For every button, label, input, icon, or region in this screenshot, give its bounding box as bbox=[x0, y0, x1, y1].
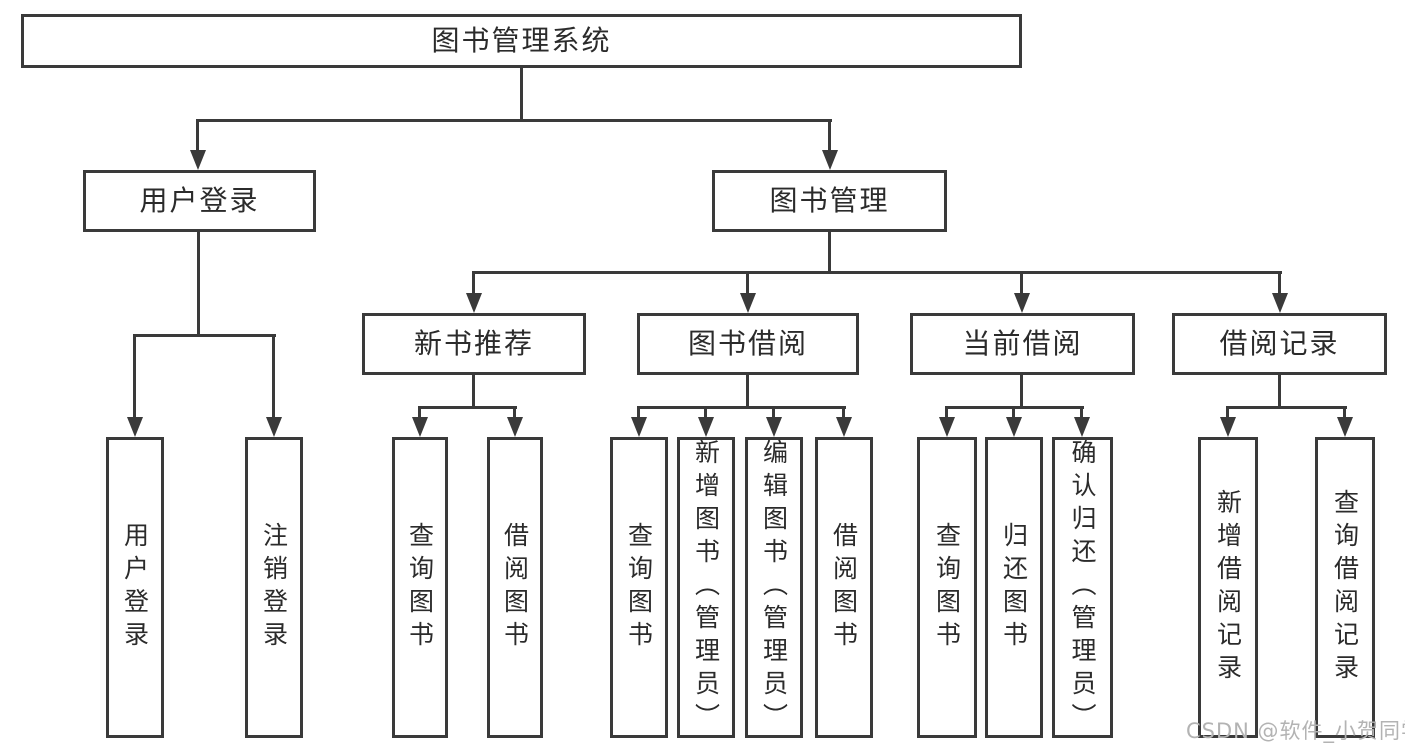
connector-line bbox=[133, 334, 276, 337]
node-label: 借阅图书 bbox=[829, 521, 859, 654]
arrow-down-icon bbox=[190, 150, 206, 170]
connector-line bbox=[520, 68, 523, 120]
connector-line bbox=[196, 119, 199, 152]
node-label: 新增借阅记录 bbox=[1213, 488, 1243, 687]
connector-line bbox=[1278, 375, 1281, 408]
connector-line bbox=[637, 406, 846, 409]
node-label: 借阅图书 bbox=[500, 521, 530, 654]
arrow-down-icon bbox=[631, 417, 647, 437]
connector-line bbox=[1020, 271, 1023, 295]
connector-line bbox=[472, 271, 1282, 274]
connector-line bbox=[1012, 406, 1015, 420]
connector-line bbox=[513, 406, 516, 420]
connector-line bbox=[418, 406, 421, 420]
arrow-down-icon bbox=[1014, 293, 1030, 313]
node-query-books-2: 查询图书 bbox=[610, 437, 668, 738]
node-label: 查询图书 bbox=[624, 521, 654, 654]
node-label: 图书管理系统 bbox=[431, 24, 612, 57]
connector-line bbox=[133, 334, 136, 418]
node-new-book-recommendation: 新书推荐 bbox=[362, 313, 586, 375]
node-return-books: 归还图书 bbox=[985, 437, 1043, 738]
arrow-down-icon bbox=[836, 417, 852, 437]
node-label: 用户登录 bbox=[120, 521, 150, 654]
connector-line bbox=[1226, 406, 1347, 409]
node-label: 注销登录 bbox=[259, 521, 289, 654]
arrow-down-icon bbox=[1074, 417, 1090, 437]
node-book-borrowing: 图书借阅 bbox=[637, 313, 859, 375]
node-query-books-1: 查询图书 bbox=[392, 437, 448, 738]
arrow-down-icon bbox=[766, 417, 782, 437]
connector-line bbox=[828, 119, 831, 152]
arrow-down-icon bbox=[127, 417, 143, 437]
node-book-management: 图书管理 bbox=[712, 170, 947, 232]
connector-line bbox=[945, 406, 948, 420]
connector-line bbox=[746, 375, 749, 408]
node-label: 归还图书 bbox=[999, 521, 1029, 654]
arrow-down-icon bbox=[1337, 417, 1353, 437]
connector-line bbox=[637, 406, 640, 420]
node-logout: 注销登录 bbox=[245, 437, 303, 738]
connector-line bbox=[472, 271, 475, 295]
connector-line bbox=[197, 232, 200, 336]
node-label: 新书推荐 bbox=[413, 327, 534, 360]
node-label: 查询图书 bbox=[405, 521, 435, 654]
node-user-login: 用户登录 bbox=[83, 170, 316, 232]
node-borrow-books-1: 借阅图书 bbox=[487, 437, 543, 738]
arrow-down-icon bbox=[939, 417, 955, 437]
connector-line bbox=[704, 406, 707, 420]
node-label: 用户登录 bbox=[139, 184, 260, 217]
node-label: 编辑图书（管理员） bbox=[759, 439, 789, 736]
node-label: 借阅记录 bbox=[1219, 327, 1340, 360]
connector-line bbox=[472, 375, 475, 408]
arrow-down-icon bbox=[466, 293, 482, 313]
arrow-down-icon bbox=[740, 293, 756, 313]
node-label: 查询借阅记录 bbox=[1330, 488, 1360, 687]
node-borrowing-records: 借阅记录 bbox=[1172, 313, 1387, 375]
arrow-down-icon bbox=[822, 150, 838, 170]
connector-line bbox=[1226, 406, 1229, 420]
connector-line bbox=[828, 232, 831, 274]
node-label: 新增图书（管理员） bbox=[691, 439, 721, 736]
arrow-down-icon bbox=[698, 417, 714, 437]
node-label: 确认归还（管理员） bbox=[1068, 439, 1097, 736]
arrow-down-icon bbox=[1272, 293, 1288, 313]
connector-line bbox=[418, 406, 517, 409]
node-label: 当前借阅 bbox=[962, 327, 1083, 360]
connector-line bbox=[1278, 271, 1281, 295]
csdn-watermark: CSDN @软件_小贺同学 bbox=[1186, 719, 1405, 743]
node-query-books-3: 查询图书 bbox=[917, 437, 977, 738]
connector-line bbox=[1020, 375, 1023, 408]
connector-line bbox=[272, 334, 275, 418]
connector-line bbox=[772, 406, 775, 420]
node-current-borrowing: 当前借阅 bbox=[910, 313, 1135, 375]
connector-line bbox=[842, 406, 845, 420]
node-label: 图书管理 bbox=[769, 184, 890, 217]
arrow-down-icon bbox=[1220, 417, 1236, 437]
node-add-books-admin: 新增图书（管理员） bbox=[677, 437, 735, 738]
node-edit-books-admin: 编辑图书（管理员） bbox=[745, 437, 803, 738]
node-label: 查询图书 bbox=[932, 521, 962, 654]
node-add-borrow-record: 新增借阅记录 bbox=[1198, 437, 1258, 738]
node-library-management-system: 图书管理系统 bbox=[21, 14, 1022, 68]
arrow-down-icon bbox=[266, 417, 282, 437]
node-query-borrow-record: 查询借阅记录 bbox=[1315, 437, 1375, 738]
connector-line bbox=[197, 119, 832, 122]
arrow-down-icon bbox=[507, 417, 523, 437]
arrow-down-icon bbox=[412, 417, 428, 437]
arrow-down-icon bbox=[1006, 417, 1022, 437]
node-user-login-leaf: 用户登录 bbox=[106, 437, 164, 738]
node-confirm-return-admin: 确认归还（管理员） bbox=[1052, 437, 1113, 738]
connector-line bbox=[746, 271, 749, 295]
node-label: 图书借阅 bbox=[687, 327, 808, 360]
connector-line bbox=[1080, 406, 1083, 420]
connector-line bbox=[1343, 406, 1346, 420]
node-borrow-books-2: 借阅图书 bbox=[815, 437, 873, 738]
